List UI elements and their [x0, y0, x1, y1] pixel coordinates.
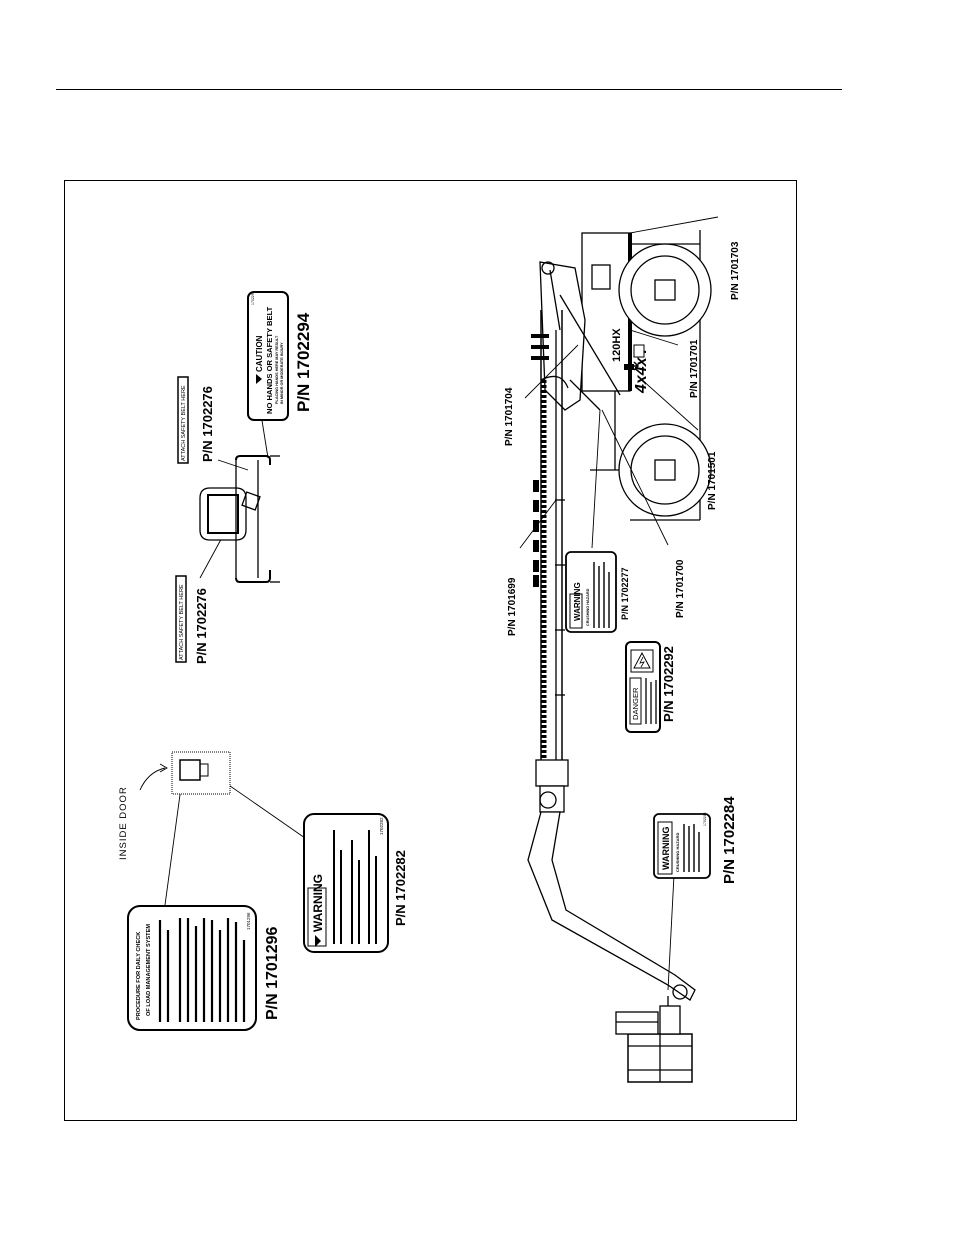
label-pn-1701703: P/N 1701703	[730, 241, 741, 300]
control-box	[171, 751, 231, 795]
svg-text:1702282: 1702282	[379, 817, 384, 835]
svg-text:IN MINOR OR MODERATE INJURY: IN MINOR OR MODERATE INJURY	[280, 342, 284, 404]
platform-top-view	[199, 455, 280, 583]
label-pn-1702276-left: P/N 1702276	[194, 588, 209, 664]
decal-caution-1702294: CAUTION NO HANDS OR SAFETY BELT PLACING …	[247, 291, 289, 421]
header-rule	[56, 89, 842, 90]
machine-drawing	[527, 230, 712, 1083]
label-pn-1701700: P/N 1701700	[675, 559, 686, 618]
decal-danger-1702292: DANGER	[625, 641, 661, 733]
front-wheel	[618, 423, 712, 517]
label-pn-1701701: P/N 1701701	[689, 339, 700, 398]
svg-text:OF LOAD MANAGEMENT SYSTEM: OF LOAD MANAGEMENT SYSTEM	[146, 924, 152, 1016]
svg-text:ATTACH SAFETY BELT HERE: ATTACH SAFETY BELT HERE	[179, 584, 185, 660]
svg-text:1702294: 1702294	[251, 291, 255, 305]
label-pn-1702294: P/N 1702294	[294, 312, 313, 412]
svg-text:WARNING: WARNING	[311, 874, 325, 932]
decal-warning-1702282: WARNING 1702282	[303, 813, 389, 953]
svg-text:CRUSHING HAZARD: CRUSHING HAZARD	[586, 588, 590, 626]
inside-door-label: INSIDE DOOR	[118, 786, 129, 860]
label-pn-1701296: P/N 1701296	[264, 926, 281, 1020]
label-pn-1701501: P/N 1701501	[707, 451, 718, 510]
platform-basket	[615, 996, 693, 1083]
model-120hx-decal: 120HX	[611, 328, 623, 362]
svg-text:PROCEDURE FOR DAILY CHECK: PROCEDURE FOR DAILY CHECK	[136, 932, 142, 1020]
rear-wheel	[618, 243, 712, 337]
svg-text:WARNING: WARNING	[573, 582, 582, 621]
svg-text:1701296: 1701296	[246, 912, 251, 930]
svg-text:ATTACH SAFETY BELT HERE: ATTACH SAFETY BELT HERE	[181, 385, 187, 461]
svg-text:DANGER: DANGER	[631, 687, 640, 720]
decal-warning-1702277: WARNING CRUSHING HAZARD	[565, 551, 617, 633]
decal-warning-1702284: WARNING CRUSHING HAZARD 1702284	[653, 812, 711, 879]
attach-belt-tag-left: ATTACH SAFETY BELT HERE	[175, 575, 187, 663]
svg-text:NO HANDS OR SAFETY BELT: NO HANDS OR SAFETY BELT	[265, 306, 274, 414]
label-pn-1701699: P/N 1701699	[507, 577, 518, 636]
label-pn-1701704: P/N 1701704	[504, 387, 515, 446]
figure-frame	[64, 180, 797, 1121]
label-pn-1702284: P/N 1702284	[721, 796, 738, 884]
label-pn-1702276-right: P/N 1702276	[200, 386, 215, 462]
label-pn-1702292: P/N 1702292	[661, 646, 676, 722]
chassis-body	[581, 232, 631, 392]
svg-text:CAUTION: CAUTION	[255, 335, 264, 372]
svg-text:WARNING: WARNING	[661, 827, 671, 871]
label-pn-1702277: P/N 1702277	[620, 567, 630, 620]
attach-belt-tag-right: ATTACH SAFETY BELT HERE	[177, 376, 189, 464]
label-pn-1702282: P/N 1702282	[393, 850, 408, 926]
decal-daily-check: PROCEDURE FOR DAILY CHECK OF LOAD MANAGE…	[127, 905, 257, 1031]
svg-text:CRUSHING HAZARD: CRUSHING HAZARD	[675, 833, 680, 872]
svg-text:PLACING HANDS HERE MAY RESULT: PLACING HANDS HERE MAY RESULT	[275, 335, 279, 404]
jib	[527, 791, 696, 1001]
svg-text:1702284: 1702284	[703, 812, 707, 826]
